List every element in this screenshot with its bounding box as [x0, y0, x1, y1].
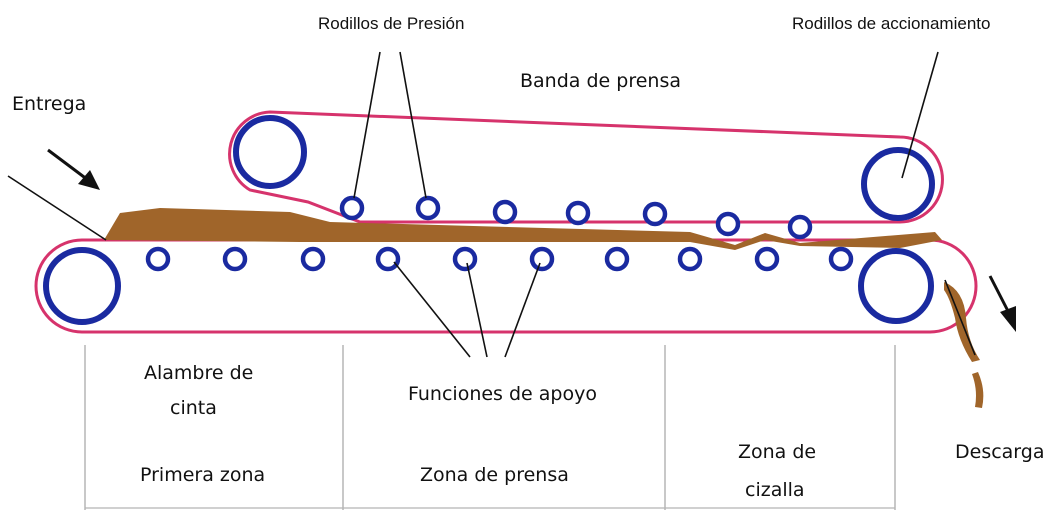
discharge-drip: [972, 372, 984, 408]
descarga-arrow-icon: [1000, 306, 1016, 332]
material-layer: [104, 208, 942, 250]
label-rodillos-presion: Rodillos de Presión: [318, 14, 465, 33]
leader-support-1: [393, 261, 471, 358]
press-rollers: [339, 195, 813, 240]
press-roller: [642, 201, 668, 227]
leader-entrega: [7, 175, 107, 241]
support-roller: [300, 246, 326, 272]
support-roller: [529, 246, 555, 272]
support-roller: [677, 246, 703, 272]
press-roller: [715, 211, 741, 237]
support-rollers: [145, 246, 854, 272]
lower-right-drive-roller: [858, 248, 934, 324]
label-banda-prensa: Banda de prensa: [520, 70, 681, 92]
label-rodillos-accionamiento: Rodillos de accionamiento: [792, 14, 991, 33]
support-roller: [604, 246, 630, 272]
leader-support-3: [504, 262, 541, 358]
leader-support-2: [466, 262, 488, 358]
lower-wire-belt: [34, 238, 978, 334]
press-roller: [339, 195, 365, 221]
arrows: [47, 148, 1016, 332]
upper-right-drive-roller: [861, 147, 935, 221]
label-descarga: Descarga: [955, 441, 1045, 463]
label-primera-zona: Primera zona: [140, 464, 266, 486]
support-roller: [375, 246, 401, 272]
large-rollers: [43, 115, 935, 325]
support-roller: [145, 246, 171, 272]
support-roller: [452, 246, 478, 272]
label-zona-cizalla-line2: cizalla: [745, 479, 805, 501]
label-alambre-line1: Alambre de: [144, 362, 254, 384]
press-roller: [565, 200, 591, 226]
label-zona-prensa: Zona de prensa: [420, 464, 569, 486]
label-funciones-apoyo: Funciones de apoyo: [408, 383, 597, 405]
press-roller: [492, 199, 518, 225]
support-roller: [222, 246, 248, 272]
leader-lines: [7, 51, 976, 358]
label-zona-cizalla-line1: Zona de: [738, 441, 817, 463]
zone-divider-lines: [84, 345, 896, 510]
press-roller: [787, 214, 813, 240]
entrega-arrow-icon: [78, 170, 100, 190]
label-entrega: Entrega: [12, 93, 87, 115]
support-roller: [754, 246, 780, 272]
label-alambre-line2: cinta: [170, 397, 217, 416]
leader-drive-rollers: [901, 51, 939, 179]
press-roller: [415, 195, 441, 221]
leader-pressure-rollers-1: [353, 51, 381, 199]
support-roller: [828, 246, 854, 272]
upper-left-roller: [233, 115, 307, 189]
leader-descarga: [944, 279, 976, 356]
upper-press-belt: [228, 110, 944, 224]
lower-left-roller: [43, 247, 121, 325]
leader-pressure-rollers-2: [399, 51, 427, 199]
